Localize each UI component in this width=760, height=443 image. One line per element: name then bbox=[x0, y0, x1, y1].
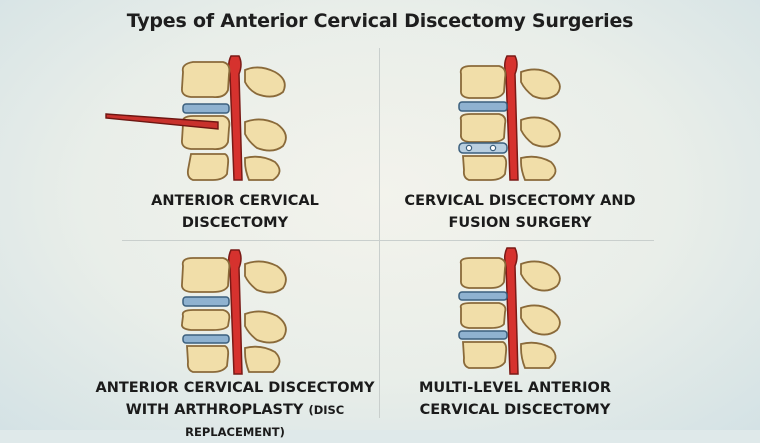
disc-level-1 bbox=[458, 291, 508, 301]
caption-line: CERVICAL DISCECTOMY bbox=[419, 402, 611, 418]
caption-line: DISCECTOMY bbox=[181, 215, 289, 231]
spine-illustration-multilevel bbox=[458, 247, 561, 375]
vertebra-upper bbox=[459, 257, 561, 292]
caption-line-2a: WITH ARTHROPLASTY bbox=[125, 402, 309, 418]
caption-line: ANTERIOR CERVICAL DISCECTOMY bbox=[95, 380, 375, 396]
spinal-cord bbox=[227, 249, 243, 375]
spine-illustration-fusion bbox=[458, 55, 561, 181]
disc-gap-removed bbox=[182, 103, 230, 114]
vertebra-middle bbox=[459, 302, 561, 336]
disc-upper bbox=[182, 296, 230, 307]
vertebra-lower bbox=[186, 153, 281, 181]
vertebra-middle bbox=[459, 113, 561, 148]
surgical-instrument bbox=[105, 113, 219, 130]
horizontal-divider bbox=[122, 240, 654, 241]
vertebra-upper bbox=[459, 65, 561, 100]
caption-line: CERVICAL DISCECTOMY AND bbox=[404, 193, 636, 209]
caption-line: MULTI-LEVEL ANTERIOR bbox=[418, 380, 612, 396]
caption-multilevel: MULTI-LEVEL ANTERIOR CERVICAL DISCECTOMY bbox=[395, 377, 635, 421]
caption-anterior-cervical-discectomy: ANTERIOR CERVICAL DISCECTOMY bbox=[110, 190, 360, 234]
spine-illustration-arthroplasty bbox=[181, 249, 287, 375]
spinal-cord bbox=[503, 55, 519, 181]
caption-fusion-surgery: CERVICAL DISCECTOMY AND FUSION SURGERY bbox=[395, 190, 645, 234]
vertebra-lower bbox=[462, 155, 557, 181]
vertebra-upper bbox=[181, 61, 286, 99]
caption-line: ANTERIOR CERVICAL bbox=[151, 193, 319, 209]
vertebra-upper bbox=[181, 257, 287, 294]
caption-line-2: WITH ARTHROPLASTY (DISC REPLACEMENT) bbox=[85, 399, 385, 443]
disc-level-2 bbox=[458, 330, 508, 340]
caption-line: FUSION SURGERY bbox=[448, 215, 592, 231]
fusion-plate bbox=[458, 142, 508, 154]
vertebra-lower bbox=[462, 341, 557, 369]
vertical-divider bbox=[379, 48, 380, 418]
disc-upper bbox=[458, 101, 508, 112]
spinal-cord bbox=[503, 247, 519, 375]
artificial-disc-implant bbox=[182, 334, 230, 344]
vertebra-lower bbox=[186, 345, 281, 373]
spinal-cord bbox=[227, 55, 243, 181]
diagram-title: Types of Anterior Cervical Discectomy Su… bbox=[126, 10, 634, 32]
vertebra-middle bbox=[181, 309, 287, 344]
caption-arthroplasty: ANTERIOR CERVICAL DISCECTOMY WITH ARTHRO… bbox=[85, 377, 385, 443]
